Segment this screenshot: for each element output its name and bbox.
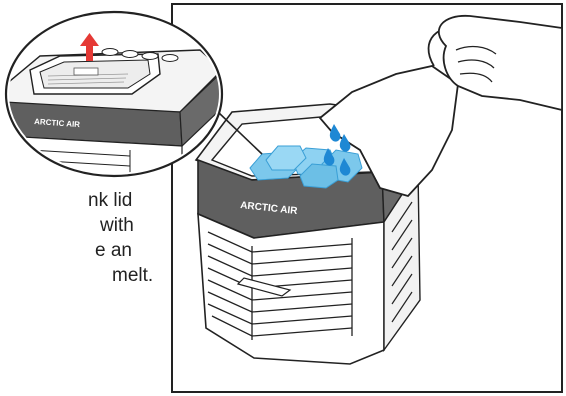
instruction-caption: nk lid with e an melt. [0, 188, 140, 288]
inset-detail-view: ARCTIC AIR [4, 12, 222, 176]
caption-line-3: e an [0, 238, 140, 263]
caption-line-1: nk lid [0, 188, 140, 213]
caption-line-2: with [0, 213, 140, 238]
caption-line-4: melt. [0, 263, 140, 288]
